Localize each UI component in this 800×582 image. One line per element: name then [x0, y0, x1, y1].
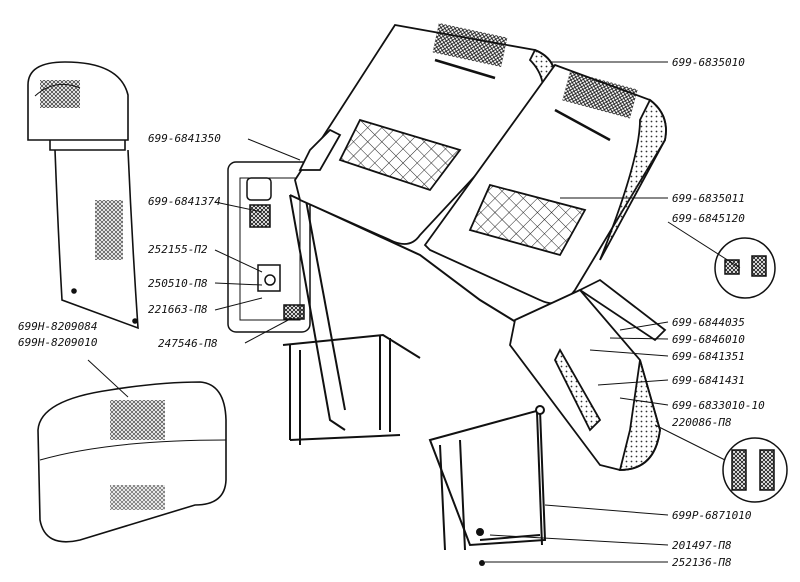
label-arm-b: 699-6841431: [672, 374, 745, 387]
label-rail-b: 699-6846010: [672, 333, 745, 346]
leader-lines: [214, 61, 741, 563]
label-bolt-a: 252155-П2: [148, 243, 208, 256]
detail-circle-stop: [714, 237, 776, 299]
seat-base-frame: [282, 194, 547, 551]
label-arm-a: 699-6841351: [672, 350, 745, 363]
label-base-frame: 699Р-6871010: [672, 509, 752, 522]
label-armrest-bracket: 699-6841350: [148, 132, 221, 145]
cushion-leader: [87, 359, 129, 398]
label-rail-a: 699-6844035: [672, 316, 745, 329]
label-screw-a: 247546-П8: [158, 337, 218, 350]
label-bolt-b: 201497-П8: [672, 539, 732, 552]
cushion-pad: [37, 381, 227, 543]
label-lock-pin: 699-6841374: [148, 195, 221, 208]
seat-shell-lower: [423, 63, 667, 305]
label-headrest-b: 699Н-8209010: [18, 336, 98, 349]
label-stop-a: 699-6845120: [672, 212, 745, 225]
cap-dot: [479, 560, 485, 566]
detail-inset-bracket: [227, 161, 311, 333]
armrest: [298, 128, 667, 342]
headrest-cover-upper: [27, 61, 139, 330]
label-seat-frame-lower: 699-6835011: [672, 192, 745, 205]
label-nut-a: 221663-П8: [148, 303, 208, 316]
label-headrest-a: 699Н-8209084: [18, 320, 97, 333]
seat-shell-upper: [294, 23, 557, 245]
label-cushion: 699-6833010-10: [672, 399, 765, 412]
label-washer-a: 250510-П8: [148, 277, 208, 290]
detail-circle-washer: [722, 437, 788, 503]
seat-bottom-shell: [509, 288, 661, 471]
label-seat-frame-upper: 699-6835010: [672, 56, 745, 69]
label-cap-b: 252136-П8: [672, 556, 732, 569]
label-washer-b: 220086-П8: [672, 416, 732, 429]
